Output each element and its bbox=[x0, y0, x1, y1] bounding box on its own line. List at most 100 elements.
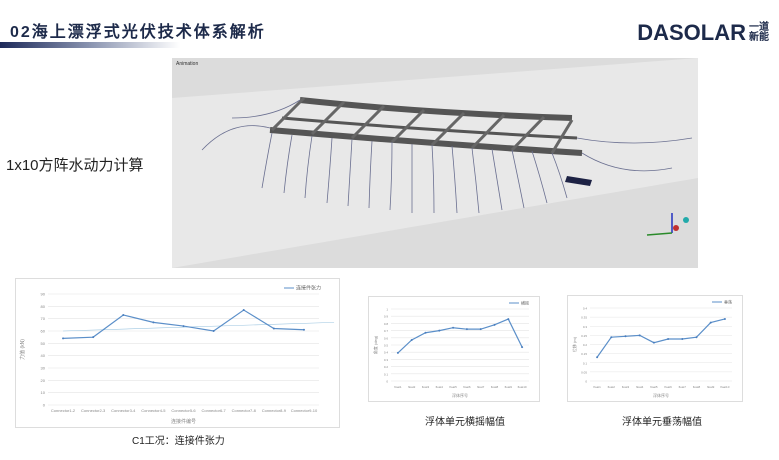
y-tick-label: 0 bbox=[585, 380, 587, 384]
data-point bbox=[182, 325, 185, 328]
y-tick-label: 10 bbox=[41, 390, 46, 395]
y-tick-label: 1 bbox=[386, 308, 388, 312]
x-axis-label: 连接件编号 bbox=[171, 418, 196, 425]
x-tick-label: float4 bbox=[636, 385, 644, 389]
x-tick-label: Connector3-4 bbox=[111, 408, 136, 413]
page-title: 02海上漂浮式光伏技术体系解析 bbox=[10, 24, 266, 41]
x-tick-label: float6 bbox=[463, 385, 471, 389]
x-tick-label: float8 bbox=[693, 385, 701, 389]
y-tick-label: 0.6 bbox=[384, 336, 389, 340]
floating-array-render bbox=[172, 58, 698, 268]
legend-label: 垂荡 bbox=[724, 299, 732, 305]
y-tick-label: 50 bbox=[41, 341, 46, 346]
trendline bbox=[63, 322, 335, 332]
x-axis-label: 浮体序号 bbox=[653, 392, 669, 398]
x-tick-label: float3 bbox=[622, 385, 630, 389]
y-tick-label: 40 bbox=[41, 353, 46, 358]
x-tick-label: float3 bbox=[422, 385, 430, 389]
data-point bbox=[638, 334, 641, 337]
y-tick-label: 0.4 bbox=[384, 351, 389, 355]
y-tick-label: 0.9 bbox=[384, 315, 389, 319]
data-point bbox=[452, 326, 455, 329]
data-point bbox=[424, 331, 427, 334]
x-tick-label: Connector5-6 bbox=[171, 408, 196, 413]
data-point bbox=[652, 341, 655, 344]
y-tick-label: 80 bbox=[41, 304, 46, 309]
data-point bbox=[507, 318, 510, 321]
x-tick-label: float4 bbox=[436, 385, 444, 389]
data-point bbox=[62, 337, 65, 340]
x-tick-label: float7 bbox=[477, 385, 485, 389]
x-tick-label: float1 bbox=[593, 385, 601, 389]
simulation-image: Animation bbox=[172, 58, 698, 268]
chart-caption: C1工况：连接件张力 bbox=[132, 436, 225, 447]
x-tick-label: Connector8-9 bbox=[262, 408, 287, 413]
x-tick-label: float6 bbox=[664, 385, 672, 389]
data-point bbox=[681, 338, 684, 341]
sim-label: 1x10方阵水动力计算 bbox=[6, 157, 144, 174]
x-tick-label: Connector9-10 bbox=[291, 408, 318, 413]
data-point bbox=[596, 356, 599, 359]
y-tick-label: 0.3 bbox=[583, 325, 588, 329]
y-tick-label: 60 bbox=[41, 329, 46, 334]
x-axis-label: 浮体序号 bbox=[452, 392, 468, 398]
series-line bbox=[596, 318, 726, 358]
x-tick-label: Connector1-2 bbox=[51, 408, 76, 413]
y-tick-label: 0.4 bbox=[583, 307, 588, 311]
x-tick-label: float10 bbox=[518, 385, 527, 389]
sim-heading: Animation bbox=[176, 61, 199, 67]
series-line bbox=[397, 318, 523, 354]
y-tick-label: 0.1 bbox=[583, 361, 588, 365]
x-tick-label: float5 bbox=[449, 385, 457, 389]
y-tick-label: 0.3 bbox=[384, 358, 389, 362]
y-tick-label: 0.05 bbox=[581, 370, 587, 374]
x-tick-label: Connector6-7 bbox=[201, 408, 226, 413]
data-point bbox=[438, 329, 441, 332]
x-tick-label: float1 bbox=[394, 385, 402, 389]
y-tick-label: 0 bbox=[386, 380, 388, 384]
x-tick-label: float2 bbox=[408, 385, 416, 389]
logo-text: DASOLAR bbox=[637, 20, 746, 45]
data-point bbox=[624, 335, 627, 338]
data-point bbox=[212, 330, 215, 332]
y-tick-label: 0.7 bbox=[384, 329, 389, 333]
data-point bbox=[410, 338, 413, 341]
x-tick-label: float9 bbox=[707, 385, 715, 389]
y-tick-label: 20 bbox=[41, 378, 46, 383]
legend-label: 横摇 bbox=[521, 300, 529, 306]
data-point bbox=[493, 323, 496, 326]
data-point bbox=[709, 321, 712, 324]
data-point bbox=[610, 336, 613, 339]
y-tick-label: 0.8 bbox=[384, 322, 389, 326]
y-tick-label: 90 bbox=[41, 292, 46, 297]
x-tick-label: Connector7-8 bbox=[232, 408, 257, 413]
logo-sub: 一道新能 bbox=[749, 22, 769, 43]
legend-label: 连接件张力 bbox=[296, 285, 321, 292]
data-point bbox=[122, 313, 125, 316]
x-tick-label: float2 bbox=[608, 385, 616, 389]
y-tick-label: 70 bbox=[41, 316, 46, 321]
y-tick-label: 0.2 bbox=[583, 343, 588, 347]
y-tick-label: 0.2 bbox=[384, 365, 389, 369]
y-tick-label: 0.25 bbox=[581, 334, 587, 338]
y-tick-label: 30 bbox=[41, 366, 46, 371]
chart-caption: 浮体单元垂荡幅值 bbox=[622, 417, 702, 428]
y-tick-label: 0.5 bbox=[384, 344, 389, 348]
x-tick-label: float5 bbox=[650, 385, 658, 389]
y-tick-label: 0.35 bbox=[581, 316, 587, 320]
y-tick-label: 0 bbox=[43, 403, 46, 408]
data-point bbox=[396, 351, 399, 354]
chart-caption: 浮体单元横摇幅值 bbox=[425, 417, 505, 428]
data-point bbox=[92, 336, 95, 339]
y-axis-label: 力值 (kN) bbox=[19, 339, 26, 360]
x-tick-label: Connector4-5 bbox=[141, 408, 166, 413]
data-point bbox=[272, 327, 275, 330]
data-point bbox=[521, 346, 524, 349]
data-point bbox=[479, 328, 482, 331]
data-point bbox=[152, 321, 155, 324]
